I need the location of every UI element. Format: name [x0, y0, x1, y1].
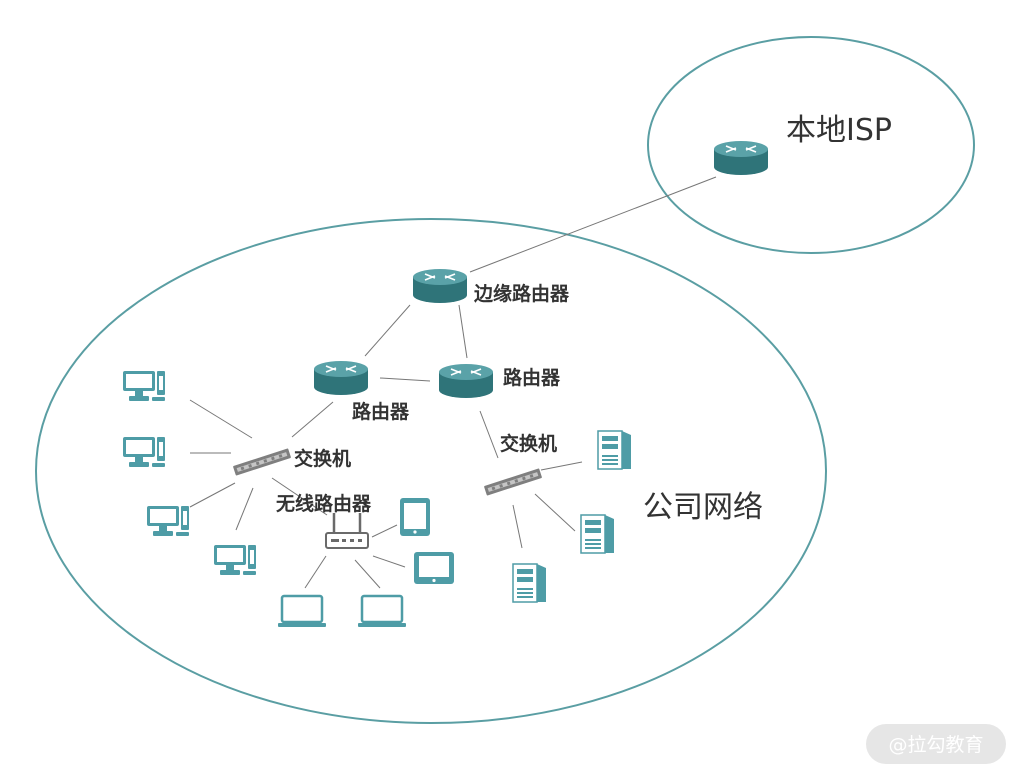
laptop-icon	[356, 594, 408, 629]
desktop-computer-icon	[147, 506, 189, 536]
switch-left-icon	[232, 448, 292, 476]
isp-boundary	[647, 36, 975, 254]
isp-router-icon	[713, 140, 769, 176]
laptop-icon	[276, 594, 328, 629]
company-network-label: 公司网络	[643, 490, 763, 525]
edge-router-icon	[412, 268, 468, 304]
server-icon	[597, 430, 632, 470]
router-left-icon	[313, 360, 369, 396]
switch-right-label: 交换机	[500, 432, 557, 455]
desktop-computer-icon	[214, 545, 256, 575]
company-network-boundary	[35, 218, 827, 724]
tablet-icon	[414, 552, 454, 584]
network-links	[189, 176, 717, 589]
watermark: @拉勾教育	[866, 724, 1006, 764]
wireless-router-icon	[324, 511, 370, 550]
switch-left-label: 交换机	[294, 447, 351, 470]
watermark-text: @拉勾教育	[888, 734, 983, 756]
router-right-label: 路由器	[503, 366, 561, 389]
tablet-icon	[400, 498, 430, 536]
server-icon	[580, 514, 615, 554]
wireless-router-label: 无线路由器	[276, 492, 372, 515]
router-right-icon	[438, 363, 494, 399]
edge-router-label: 边缘路由器	[473, 282, 570, 305]
switch-right-icon	[483, 468, 543, 496]
server-icon	[512, 563, 547, 603]
router-left-label: 路由器	[352, 400, 410, 423]
isp-label: 本地ISP	[786, 113, 892, 148]
desktop-computer-icon	[123, 371, 165, 401]
desktop-computer-icon	[123, 437, 165, 467]
